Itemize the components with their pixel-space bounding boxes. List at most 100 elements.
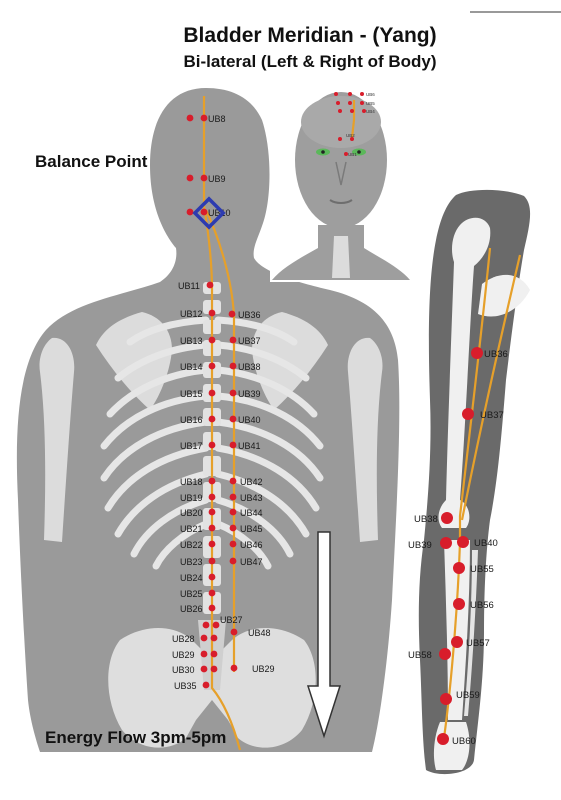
energy-flow-label: Energy Flow 3pm-5pm — [45, 728, 227, 747]
acupoint-dot — [362, 109, 366, 113]
acupoint: UB36 — [471, 347, 508, 360]
acupoint-dot — [208, 441, 216, 449]
diagram-title: Bladder Meridian - (Yang) — [183, 24, 437, 47]
acupoint-dot — [451, 636, 463, 648]
acupoint: UB13 — [180, 336, 216, 346]
acupoint-label: UB39 — [408, 540, 432, 551]
acupoint-dot — [200, 634, 208, 642]
acupoint-dot — [229, 441, 237, 449]
acupoint-dot — [208, 415, 216, 423]
femur — [438, 217, 491, 529]
acupoint: UB40 — [457, 536, 498, 549]
acupoint: UB37 — [229, 336, 261, 346]
acupoint-dot — [229, 362, 237, 370]
acupoint-dot — [208, 524, 216, 532]
acupoint-dot — [453, 598, 465, 610]
acupoint: UB48 — [230, 628, 271, 638]
acupoint-label: UB60 — [452, 736, 476, 747]
acupoint-label: UB12 — [180, 309, 203, 319]
acupoint-dot — [229, 540, 237, 548]
acupoint: UB41 — [229, 441, 261, 451]
acupoint-dot — [208, 604, 216, 612]
acupoint-dot — [208, 477, 216, 485]
acupoint-dot — [200, 650, 208, 658]
acupoint-label: UB44 — [240, 508, 263, 518]
acupoint-label: UB29 — [252, 664, 275, 674]
acupoint: UB11 — [178, 281, 214, 291]
acupoint-label: UB56 — [470, 600, 494, 611]
fibula — [464, 550, 478, 716]
balance-point-marker — [192, 196, 226, 230]
acupoint-dot — [229, 336, 237, 344]
acupoint-dot — [208, 389, 216, 397]
meridian-inner-line — [202, 205, 242, 751]
acupoint-label: UB21 — [180, 524, 203, 534]
acupoint-dot — [212, 621, 220, 629]
acupoint-dot — [208, 540, 216, 548]
face-figure — [270, 82, 410, 282]
face-forehead-shade — [301, 96, 381, 148]
acupoint-dot — [228, 310, 236, 318]
acupoint-dot — [186, 174, 194, 182]
acupoint: UB36 — [228, 310, 261, 320]
acupoint: UB5 — [336, 101, 375, 106]
acupoint: UB44 — [229, 508, 263, 518]
acupoint: UB58 — [408, 648, 451, 661]
acupoint-dot — [441, 512, 453, 524]
acupoint-dot — [338, 137, 342, 141]
balance-point-label: Balance Point — [35, 152, 148, 171]
acupoint-dot — [462, 408, 474, 420]
acupoint: UB30 — [172, 665, 218, 675]
acupoint-dot — [338, 109, 342, 113]
acupoint-dot — [350, 109, 354, 113]
acupoint-dot — [229, 508, 237, 516]
acupoint: UB39 — [229, 389, 261, 399]
acupoint-dot — [229, 493, 237, 501]
acupoint-dot — [208, 309, 216, 317]
acupoint: UB4 — [338, 109, 375, 114]
acupoint-dot — [453, 562, 465, 574]
acupoint: UB8 — [186, 114, 226, 124]
rib-cage — [100, 316, 324, 570]
acupoint-dot — [210, 634, 218, 642]
acupoint-dot — [186, 208, 194, 216]
acupoint-dot — [348, 101, 352, 105]
acupoint-dot — [334, 92, 338, 96]
acupoint-dot — [208, 589, 216, 597]
acupoint-dot — [229, 557, 237, 565]
acupoint-label: UB41 — [238, 441, 261, 451]
acupoint: UB29 — [230, 664, 275, 674]
acupoint-label: UB39 — [238, 389, 261, 399]
acupoint: UB47 — [229, 557, 263, 567]
acupoint: UB42 — [229, 477, 263, 487]
acupoint-dot — [440, 537, 452, 549]
acupoint-label: UB4 — [366, 109, 375, 114]
acupoint-label: UB35 — [174, 681, 197, 691]
acupoint-label: UB38 — [238, 362, 261, 372]
acupoint-dot — [336, 101, 340, 105]
acupoint-label: UB22 — [180, 540, 203, 550]
acupoint-dot — [186, 114, 194, 122]
meridian-leg-inner — [442, 247, 492, 739]
acupoint: UB29 — [172, 650, 218, 660]
acupoint-label: UB5 — [366, 101, 375, 106]
acupoint-label: UB58 — [408, 650, 432, 661]
acupoint: UB10 — [186, 208, 231, 218]
acupoint: UB57 — [451, 636, 490, 649]
acupoint: UB46 — [229, 540, 263, 550]
acupoint: UB60 — [437, 733, 476, 747]
acupoint-dot — [229, 524, 237, 532]
acupoint-label: UB45 — [240, 524, 263, 534]
acupoint-label: UB13 — [180, 336, 203, 346]
acupoint-label: UB15 — [180, 389, 203, 399]
acupoint-dot — [230, 628, 238, 636]
nose-icon — [335, 161, 347, 186]
acupoint-dot — [344, 152, 348, 156]
acupoint-label: UB17 — [180, 441, 203, 451]
acupoint-dot — [348, 92, 352, 96]
acupoint: UB15 — [180, 389, 216, 399]
acupoint-dot — [206, 281, 214, 289]
